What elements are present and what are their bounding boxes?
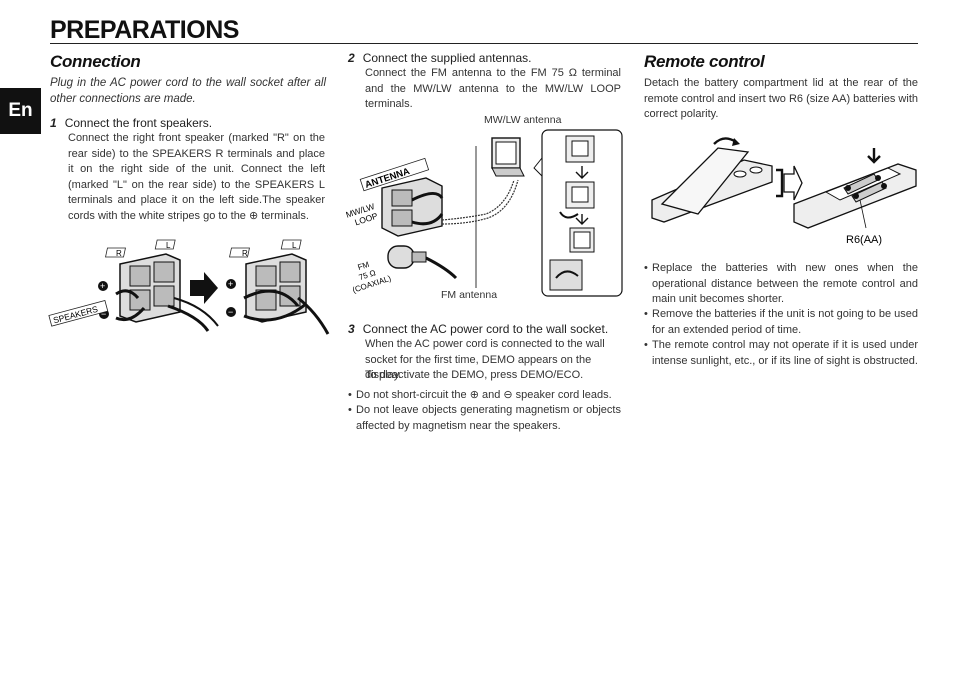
page-title: PREPARATIONS [50, 16, 239, 44]
remote-bullet-1: •Replace the batteries with new ones whe… [644, 261, 918, 308]
remote-heading: Remote control [644, 52, 765, 71]
remote-bullet-3-text: The remote control may not operate if it… [652, 339, 918, 367]
step-3-title: 3 Connect the AC power cord to the wall s… [348, 322, 608, 336]
l-label-right: L [292, 241, 297, 250]
step-2-title: 2 Connect the supplied antennas. [348, 51, 531, 65]
caution-bullet-1-text: Do not short-circuit the ⊕ and ⊖ speaker… [356, 389, 612, 401]
caution-bullet-2: •Do not leave objects generating magneti… [348, 403, 621, 434]
step-3-body-1: When the AC power cord is connected to t… [365, 338, 605, 381]
step-1-body: Connect the right front speaker (marked … [68, 132, 325, 222]
connection-heading: Connection [50, 52, 141, 71]
remote-bullet-1-text: Replace the batteries with new ones when… [652, 262, 918, 305]
remote-battery-figure: R6(AA) [651, 137, 917, 246]
remote-bullet-2: •Remove the batteries if the unit is not… [644, 307, 918, 338]
mwlw-antenna-caption: MW/LW antenna [484, 114, 562, 126]
antenna-figure: ANTENNA MW/LW LOOP FM 75 Ω (COAXIAL) [346, 129, 623, 297]
remote-intro: Detach the battery compartment lid at th… [644, 77, 918, 120]
battery-label: R6(AA) [846, 234, 882, 246]
l-label-left: L [166, 241, 171, 250]
r-label-right: R [242, 249, 248, 258]
step-3-title-text: Connect the AC power cord to the wall so… [362, 322, 609, 336]
svg-text:−: − [101, 309, 106, 319]
fm-coaxial-label: FM [357, 260, 371, 272]
step-2-title-text: Connect the supplied antennas. [362, 51, 532, 65]
step-2-number: 2 [348, 51, 355, 65]
step-1-title-text: Connect the front speakers. [64, 116, 213, 130]
step-2-body: Connect the FM antenna to the FM 75 Ω te… [365, 67, 621, 110]
caution-bullet-2-text: Do not leave objects generating magnetis… [356, 404, 621, 432]
connection-intro: Plug in the AC power cord to the wall so… [50, 77, 326, 105]
minus-icon-right [226, 307, 236, 317]
caution-bullet-1: •Do not short-circuit the ⊕ and ⊖ speake… [348, 388, 621, 404]
step-3-number: 3 [348, 322, 355, 336]
arrow-right-icon [190, 272, 218, 304]
svg-text:+: + [228, 279, 233, 289]
fm-antenna-caption: FM antenna [441, 289, 498, 301]
plus-icon-right [226, 279, 236, 289]
arrow-right-outline-icon [783, 165, 803, 201]
step-3-body-2: To deactivate the DEMO, press DEMO/ECO. [365, 369, 584, 381]
title-rule [50, 43, 918, 44]
r-label-left: R [116, 249, 122, 258]
antenna-assembly-inset [541, 129, 623, 297]
svg-text:+: + [100, 281, 105, 291]
plus-icon-left [98, 281, 108, 291]
svg-text:−: − [228, 307, 233, 317]
speakers-label: SPEAKERS [52, 304, 99, 326]
step-1-title: 1 Connect the front speakers. [50, 116, 212, 130]
remote-bullet-2-text: Remove the batteries if the unit is not … [652, 308, 918, 336]
speaker-terminal-figure: R L + − SPEAKERS R L + − [48, 239, 330, 335]
remote-bullet-3: •The remote control may not operate if i… [644, 338, 918, 369]
step-1-number: 1 [50, 116, 57, 130]
language-tab: En [0, 88, 41, 134]
